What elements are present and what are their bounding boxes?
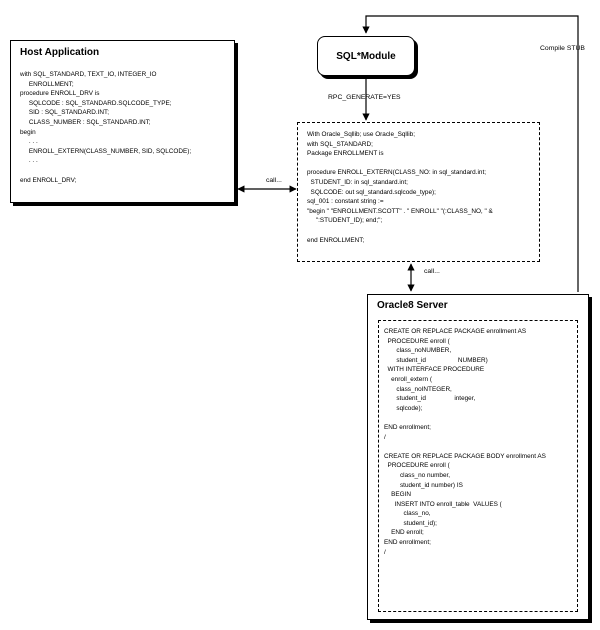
rpc-generate-label: RPC_GENERATE=YES — [328, 94, 401, 101]
generated-stub-box: With Oracle_Sqllib; use Oracle_Sqllib; w… — [297, 122, 540, 262]
oracle-server-code: CREATE OR REPLACE PACKAGE enrollment AS … — [384, 328, 546, 556]
oracle-server-title: Oracle8 Server — [377, 300, 448, 311]
oracle-server-box: Oracle8 Server CREATE OR REPLACE PACKAGE… — [367, 294, 589, 620]
host-application-code: with SQL_STANDARD, TEXT_IO, INTEGER_IO E… — [20, 71, 192, 184]
host-application-title: Host Application — [20, 47, 100, 58]
call-label-host: call... — [266, 177, 282, 184]
sql-module-box: SQL*Module — [317, 36, 415, 76]
compile-stub-label: Compile STUB — [540, 45, 585, 52]
generated-stub-code: With Oracle_Sqllib; use Oracle_Sqllib; w… — [307, 131, 493, 244]
call-label-server: call... — [424, 268, 440, 275]
sql-module-label: SQL*Module — [336, 50, 396, 62]
host-application-box: Host Application with SQL_STANDARD, TEXT… — [10, 40, 235, 203]
oracle-server-code-box: CREATE OR REPLACE PACKAGE enrollment AS … — [378, 320, 578, 612]
compile-stub-arrow — [362, 15, 579, 292]
